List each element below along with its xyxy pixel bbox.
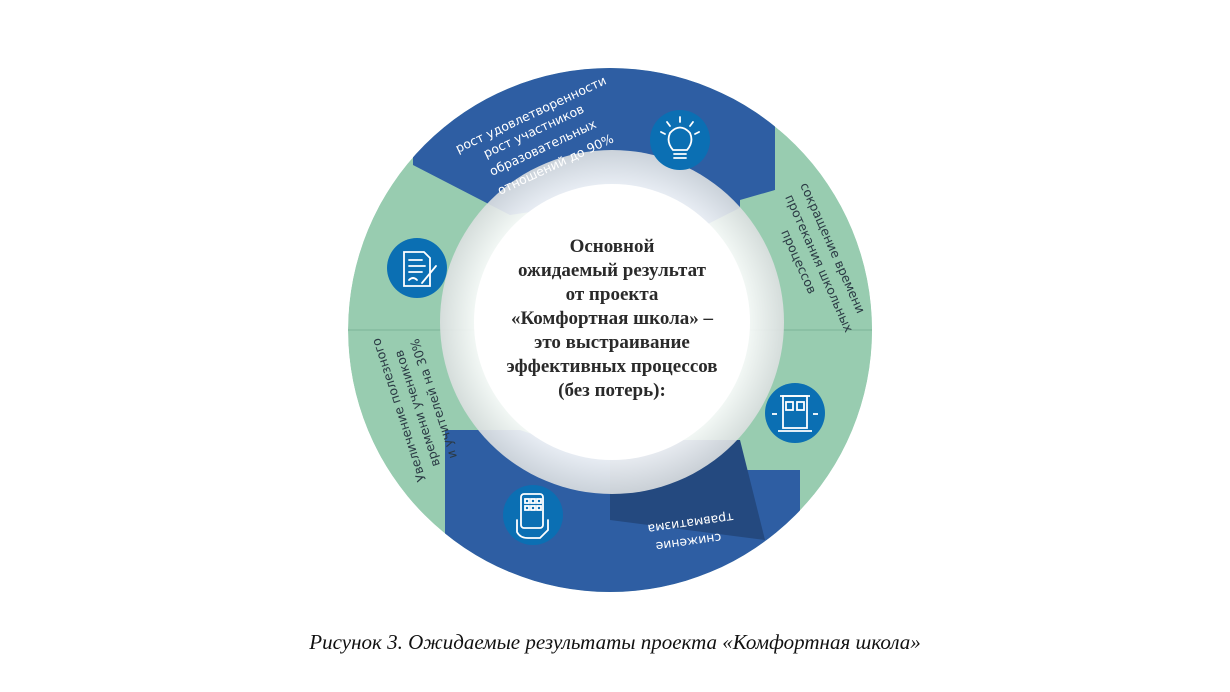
center-line: Основной [570, 236, 655, 257]
center-line: (без потерь): [558, 380, 666, 401]
document-signature-icon [387, 238, 447, 298]
school-door-icon [765, 383, 825, 443]
center-line: ожидаемый результат [518, 260, 707, 281]
center-line: «Комфортная школа» – [511, 308, 714, 329]
center-line: это выстраивание [534, 332, 690, 353]
center-circle [474, 184, 750, 460]
figure-caption: Рисунок 3. Ожидаемые результаты проекта … [309, 630, 921, 654]
lightbulb-icon [650, 110, 710, 170]
touch-device-icon [503, 485, 563, 545]
center-line: от проекта [566, 284, 659, 305]
center-line: эффективных процессов [506, 356, 717, 377]
center-text: Основной ожидаемый результат от проекта … [506, 236, 717, 401]
